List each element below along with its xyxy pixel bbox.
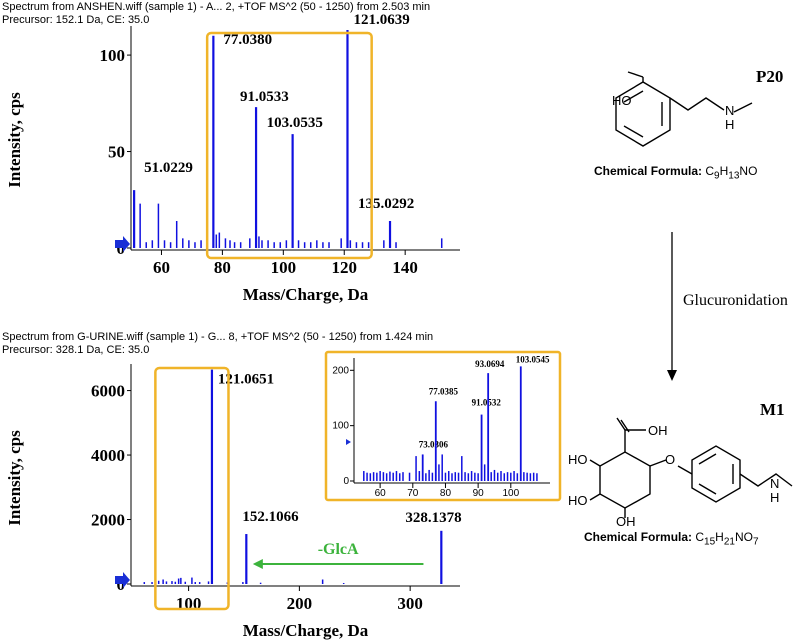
m1-ho-label-2: HO xyxy=(568,493,588,508)
top-x-tick-label: 60 xyxy=(153,258,170,277)
p20-name: P20 xyxy=(756,67,784,86)
top-highlight-box xyxy=(205,31,373,260)
inset-x-tick-label: 70 xyxy=(407,488,419,499)
top-x-tick-label: 120 xyxy=(331,258,357,277)
inset-y-tick-label: 0 xyxy=(343,476,349,487)
m1-benzene-ring xyxy=(691,445,741,503)
top-x-tick-label: 100 xyxy=(271,258,297,277)
bottom-y-tick-label: 0 xyxy=(117,575,126,594)
bottom-y-axis-label: Intensity, cps xyxy=(5,430,24,526)
top-peak-label-77.0380: 77.0380 xyxy=(223,32,272,48)
p20-formula-label: Chemical Formula: xyxy=(594,164,703,178)
bottom-precursor-marker xyxy=(115,572,130,588)
inset-x-tick-label: 80 xyxy=(440,488,452,499)
top-peak-label-135.0292: 135.0292 xyxy=(358,196,414,212)
m1-formula-c-count: 15 xyxy=(704,536,716,548)
m1-oh-label: OH xyxy=(648,423,668,438)
m1-formula-o-count: 7 xyxy=(752,536,759,548)
p20-formula-h: H xyxy=(719,164,729,178)
inset-y-tick-label: 100 xyxy=(332,421,349,432)
top-peak-label-121.0639: 121.0639 xyxy=(353,12,409,28)
m1-formula-label: Chemical Formula: xyxy=(584,530,693,544)
p20-formula-c-count: 9 xyxy=(714,170,720,182)
bottom-highlight-box xyxy=(154,366,230,611)
inset-peak-label-103.0545: 103.0545 xyxy=(516,354,550,364)
m1-name: M1 xyxy=(760,400,785,419)
inset-x-tick-label: 100 xyxy=(502,488,519,499)
top-x-tick-label: 140 xyxy=(392,258,418,277)
top-peak-label-51.0229: 51.0229 xyxy=(144,160,193,176)
bottom-y-tick-label: 2000 xyxy=(91,511,125,530)
inset-peak-label-73.0306: 73.0306 xyxy=(419,439,449,449)
m1-oh-label-2: OH xyxy=(616,514,636,529)
inset-peak-label-91.0532: 91.0532 xyxy=(472,398,502,408)
m1-sugar-ring xyxy=(599,451,651,509)
spectrum-2-header-line1: Spectrum from G-URINE.wiff (sample 1) - … xyxy=(2,331,434,343)
top-y-tick-label: 100 xyxy=(100,46,126,65)
top-peak-label-103.0535: 103.0535 xyxy=(267,115,323,131)
inset-frame xyxy=(324,350,562,502)
glca-arrow-head xyxy=(252,559,263,569)
p20-formula-no: NO xyxy=(739,164,758,178)
glucuronidation-arrow xyxy=(667,232,677,381)
p20-formula: Chemical Formula: C9H13NO xyxy=(594,164,757,181)
bottom-y-tick-label: 4000 xyxy=(91,446,125,465)
p20-side-chain xyxy=(669,97,725,111)
m1-formula-h: H xyxy=(715,530,724,544)
top-precursor-marker xyxy=(115,236,130,252)
p20-n-label: N xyxy=(725,103,735,118)
bottom-x-axis-label: Mass/Charge, Da xyxy=(243,621,369,640)
p20-h-label: H xyxy=(725,117,735,132)
inset-y-tick-label: 200 xyxy=(332,365,349,376)
bottom-peak-label-152.1066: 152.1066 xyxy=(242,509,299,525)
top-spectrum-chart: 60 80 100 120 140 0 50 100 51.0229 77.0380 91.0533… xyxy=(5,12,460,304)
p20-formula-h-count: 13 xyxy=(728,170,740,182)
top-x-axis-label: Mass/Charge, Da xyxy=(243,285,369,304)
inset-x-tick-label: 90 xyxy=(473,488,485,499)
spectrum-2-header-line2: Precursor: 328.1 Da, CE: 35.0 xyxy=(2,344,150,356)
m1-formula-c: C xyxy=(695,530,705,544)
glca-arrow-label: -GlcA xyxy=(318,541,359,558)
m1-structure xyxy=(589,417,793,518)
m1-ho-label-1: HO xyxy=(568,452,588,467)
p20-formula-c: C xyxy=(705,164,715,178)
p20-structure xyxy=(615,71,753,147)
top-x-tick-label: 80 xyxy=(214,258,231,277)
top-y-axis-label: Intensity, cps xyxy=(5,92,24,188)
m1-formula-no: NO xyxy=(734,530,753,544)
spectrum-1-header-line2: Precursor: 152.1 Da, CE: 35.0 xyxy=(2,14,150,26)
bottom-x-tick-label: 300 xyxy=(397,594,423,613)
inset-spectrum-chart: 60 70 80 90 100 0 100 200 73.0306 77.0385 91.0532 9… xyxy=(324,350,562,502)
m1-formula-h-count: 21 xyxy=(723,536,735,548)
inset-x-tick-label: 60 xyxy=(375,488,387,499)
bottom-x-tick-label: 200 xyxy=(287,594,313,613)
bottom-peak-label-121.0651: 121.0651 xyxy=(218,372,274,388)
inset-peak-label-93.0694: 93.0694 xyxy=(475,359,505,369)
m1-n-label: N xyxy=(770,476,780,491)
m1-o-label: O xyxy=(665,452,676,467)
inset-peak-label-77.0385: 77.0385 xyxy=(429,386,459,396)
top-y-tick-label: 0 xyxy=(117,239,126,258)
bottom-peak-label-328.1378: 328.1378 xyxy=(405,510,461,526)
m1-h-label: H xyxy=(770,490,780,505)
top-peak-label-91.0533: 91.0533 xyxy=(240,89,289,105)
m1-formula: Chemical Formula: C15H21NO7 xyxy=(584,530,759,547)
p20-ho-label: HO xyxy=(612,93,632,108)
inset-precursor-marker xyxy=(346,439,351,445)
m1-side-chain xyxy=(739,473,793,487)
spectrum-1-header-line1: Spectrum from ANSHEN.wiff (sample 1) - A… xyxy=(2,1,431,13)
top-y-tick-label: 50 xyxy=(108,143,125,162)
glucuronidation-label: Glucuronidation xyxy=(683,292,788,309)
bottom-y-tick-label: 6000 xyxy=(91,382,125,401)
